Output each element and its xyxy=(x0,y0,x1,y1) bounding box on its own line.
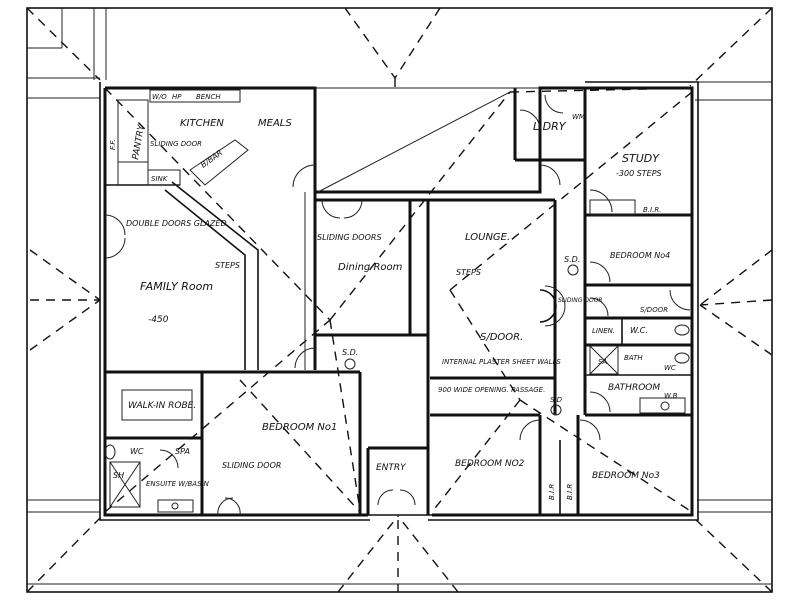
lounge-sliding-door-label: SLIDING DOOR xyxy=(558,297,603,304)
wm-label: WM xyxy=(572,113,585,121)
center-sd-label: S.D. xyxy=(342,348,358,357)
sink-label: SINK xyxy=(151,175,169,183)
lounge-sd-label: S.D. xyxy=(564,255,580,264)
ff-label: F.F. xyxy=(109,139,117,150)
dining-room-label: Dining Room xyxy=(338,262,403,273)
door-swings xyxy=(104,94,691,516)
bed1-sliding-door-label: SLIDING DOOR xyxy=(222,461,281,470)
internal-plaster-label: INTERNAL PLASTER SHEET WALLS xyxy=(442,358,561,366)
opening-label: 900 WIDE OPENING. PASSAGE. xyxy=(438,386,545,394)
study-note-label: -300 STEPS xyxy=(616,169,662,178)
hp-label: HP xyxy=(172,93,182,101)
family-room-label: FAMILY Room xyxy=(140,280,213,293)
bir2-label: B.I.R xyxy=(566,484,574,500)
walkin-robe-label: WALK-IN ROBE. xyxy=(128,401,196,411)
wo-label: W/O xyxy=(152,93,167,101)
bench-label: BENCH xyxy=(196,93,221,101)
hall-wc-label: W.C. xyxy=(630,326,648,335)
study-label: STUDY xyxy=(622,152,660,165)
bir-study-label: B.I.R. xyxy=(643,206,661,214)
kitchen-label: KITCHEN xyxy=(180,118,224,129)
hall-s-door-label: S/DOOR xyxy=(640,306,668,314)
entry-label: ENTRY xyxy=(376,463,407,473)
roof-hip-lines xyxy=(26,7,773,593)
bathroom-label: BATHROOM xyxy=(608,383,660,393)
dining-sliding-doors-label: SLIDING DOORS xyxy=(317,233,382,242)
bedroom3-label: BEDROOM No3 xyxy=(592,471,660,481)
spa-label: SPA xyxy=(175,447,190,456)
shower-label: SH xyxy=(113,471,124,480)
bath-label: BATH xyxy=(624,354,643,362)
meals-label: MEALS xyxy=(258,118,292,129)
lounge-label: LOUNGE. xyxy=(465,232,510,243)
fixtures xyxy=(104,87,690,513)
bedroom4-label: BEDROOM No4 xyxy=(610,251,670,260)
interior-walls xyxy=(105,88,692,515)
ensuite-label: ENSUITE W/BASIN xyxy=(146,480,210,488)
bath-wc-label: WC xyxy=(664,364,676,372)
bbar-label: B/BAR xyxy=(199,148,224,170)
ldry-label: L.DRY xyxy=(533,120,567,133)
sa-label: SA xyxy=(598,358,607,366)
family-level-label: -450 xyxy=(148,315,169,325)
bir1-label: B.I.R xyxy=(548,484,556,500)
double-doors-label: DOUBLE DOORS GLAZED xyxy=(126,219,227,228)
family-steps-label: STEPS xyxy=(215,261,240,270)
bedroom2-label: BEDROOM NO2 xyxy=(455,459,525,469)
pantry-label: PANTRY xyxy=(131,123,147,161)
bedroom1-label: BEDROOM No1 xyxy=(262,422,337,433)
passage-sd-label: S.D xyxy=(550,396,563,404)
wb-label: W.B xyxy=(664,392,678,400)
ensuite-wc-label: WC xyxy=(130,447,144,456)
s-door-label: S/DOOR. xyxy=(480,332,523,343)
exterior-walls xyxy=(99,81,699,521)
linen-label: LINEN. xyxy=(592,327,615,335)
lounge-steps-label: STEPS xyxy=(456,268,481,277)
kitchen-sliding-door-label: SLIDING DOOR xyxy=(150,140,202,148)
